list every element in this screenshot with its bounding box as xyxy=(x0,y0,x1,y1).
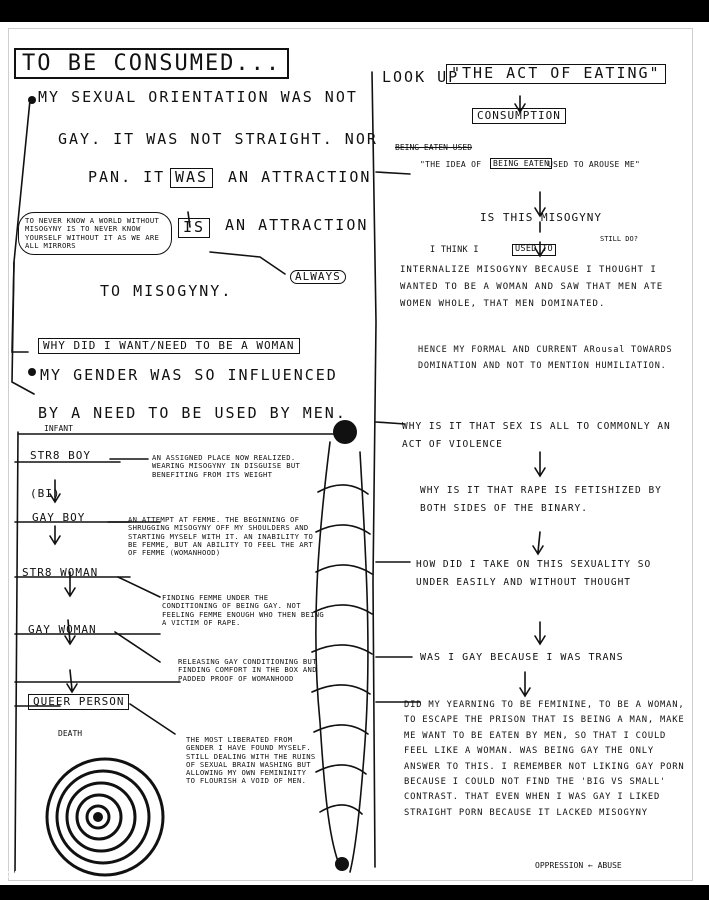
q3-body: INTERNALIZE MISOGYNY BECAUSE I THOUGHT I… xyxy=(400,265,664,310)
q5-fetishized: WHY IS IT THAT RAPE IS FETISHIZED BY BOT… xyxy=(420,485,662,515)
stage-queer-person: QUEER PERSON xyxy=(28,694,130,710)
notebook-page: TO BE CONSUMED... MY SEXUAL ORIENTATION … xyxy=(0,22,709,885)
q3-prefix: I THINK I xyxy=(430,245,479,255)
never-know-note: TO NEVER KNOW A WORLD WITHOUT MISOGYNY I… xyxy=(18,212,172,256)
stage-gay-boy: GAY BOY xyxy=(32,511,86,524)
orientation-line-3b: AN ATTRACTION xyxy=(228,168,372,186)
is-box: IS xyxy=(178,218,211,238)
q3-hence: HENCE MY FORMAL AND CURRENT ARousal TOWA… xyxy=(418,345,673,372)
note-gay-woman: RELEASING GAY CONDITIONING BUT FINDING C… xyxy=(178,657,317,683)
note-str8-woman: FINDING FEMME UNDER THE CONDITIONING OF … xyxy=(162,593,324,627)
gender-line-1: MY GENDER WAS SO INFLUENCED xyxy=(40,366,338,384)
orientation-line-2: GAY. IT WAS NOT STRAIGHT. NOR xyxy=(58,130,378,148)
was-box: WAS xyxy=(170,168,214,188)
look-up-label: LOOK UP xyxy=(382,68,460,86)
still-do-note: STILL DO? xyxy=(600,235,638,243)
why-box: WHY DID I WANT/NEED TO BE A WOMAN xyxy=(38,338,300,354)
note-gay-boy: AN ATTEMPT AT FEMME. THE BEGINNING OF SH… xyxy=(128,515,314,558)
reddit-watermark: © Reddit xyxy=(4,870,44,881)
note-str8-boy: AN ASSIGNED PLACE NOW REALIZED. WEARING … xyxy=(152,453,301,479)
struck-text: BEING EATEN USED xyxy=(395,143,473,152)
q8-oppression-abuse: OPPRESSION ← ABUSE xyxy=(535,861,622,870)
page-border xyxy=(8,28,693,881)
used-to-box: USED TO xyxy=(512,244,556,256)
infant-label: INFANT xyxy=(44,424,73,433)
q2-misogyny: IS THIS MISOGYNY xyxy=(480,211,602,224)
q8-yearning: DID MY YEARNING TO BE FEMININE, TO BE A … xyxy=(404,700,685,818)
orientation-line-1: MY SEXUAL ORIENTATION WAS NOT xyxy=(38,88,358,106)
note-queer-person: THE MOST LIBERATED FROM GENDER I HAVE FO… xyxy=(186,735,316,786)
hand-drawn-lines xyxy=(11,71,546,877)
stage-str8-boy: STR8 BOY xyxy=(30,449,91,462)
q4-violence: WHY IS IT THAT SEX IS ALL TO COMMONLY AN… xyxy=(402,421,671,451)
always-oval: ALWAYS xyxy=(290,270,346,284)
stage-bi: (BI) xyxy=(30,487,61,500)
q1-suffix: USED TO AROUSE ME" xyxy=(548,160,641,169)
act-of-eating-box: "THE ACT OF EATING" xyxy=(446,64,666,84)
consumption-box: CONSUMPTION xyxy=(472,108,566,124)
being-eaten-box: BEING EATEN xyxy=(490,158,553,170)
q6-sexuality: HOW DID I TAKE ON THIS SEXUALITY SO UNDE… xyxy=(416,559,652,589)
orientation-line-3a: PAN. IT xyxy=(88,168,166,186)
stage-gay-woman: GAY WOMAN xyxy=(28,623,97,636)
attraction-line: AN ATTRACTION xyxy=(225,216,369,234)
stage-str8-woman: STR8 WOMAN xyxy=(22,566,99,579)
q1-prefix: "THE IDEA OF xyxy=(420,160,482,169)
q7-gay-trans: WAS I GAY BECAUSE I WAS TRANS xyxy=(420,652,624,663)
page-title: TO BE CONSUMED... xyxy=(14,48,290,80)
stage-death: DEATH xyxy=(58,729,83,738)
to-misogyny: TO MISOGYNY. xyxy=(100,282,233,300)
gender-line-2: BY A NEED TO BE USED BY MEN. xyxy=(38,404,347,422)
